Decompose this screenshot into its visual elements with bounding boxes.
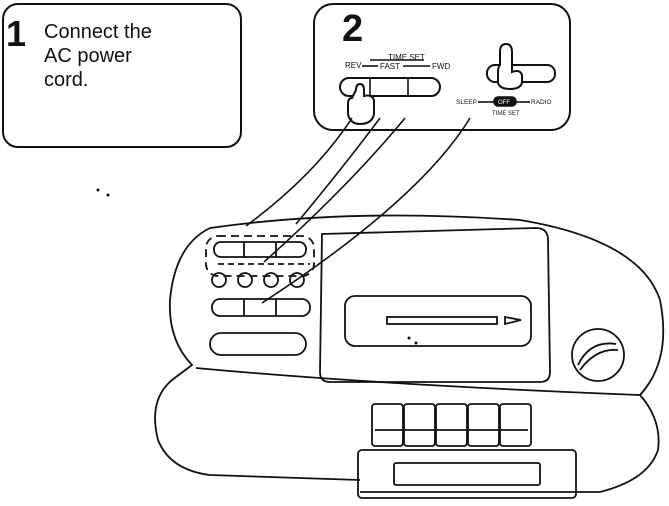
- leader-line: [295, 117, 381, 225]
- speck: [106, 193, 110, 197]
- step-1-line: Connect the: [44, 21, 152, 43]
- leader-line: [245, 117, 353, 227]
- fast-label: FAST: [380, 62, 400, 71]
- step-1-number: 1: [6, 13, 27, 54]
- step-2-number: 2: [342, 8, 364, 50]
- unit-body-left: [154, 227, 361, 481]
- volume-dial: [571, 328, 625, 382]
- time-set-sub-label: TIME SET: [492, 111, 520, 117]
- cassette-door: [319, 227, 551, 383]
- round-button: [263, 272, 279, 288]
- unit-midline: [195, 367, 641, 396]
- time-set-label: TIME SET: [388, 53, 425, 62]
- deck-key: [371, 403, 404, 447]
- highlight-outline: [205, 235, 315, 277]
- round-button: [237, 272, 253, 288]
- radio-cassette-unit: [154, 214, 665, 499]
- hand-slide-icon: [497, 42, 523, 91]
- speck: [414, 341, 418, 345]
- deck-keys: [371, 403, 532, 447]
- lower-slot: [393, 462, 541, 486]
- sleep-label: SLEEP: [456, 99, 477, 106]
- fast-button: [213, 241, 307, 258]
- cassette-window: [344, 295, 532, 347]
- dial-knob: [577, 342, 617, 366]
- round-button: [211, 272, 227, 288]
- time-set-panel: TIME SET REV FAST FWD SLEEP OFF RADIO TI…: [339, 42, 556, 126]
- hand-press-icon: [347, 82, 375, 126]
- speaker-slot: [209, 332, 307, 356]
- speck: [407, 336, 411, 340]
- deck-key: [467, 403, 500, 447]
- step-1-instruction: Connect the AC power cord.: [44, 20, 224, 92]
- step-1-line: AC power: [44, 45, 132, 67]
- leader-line: [263, 117, 406, 263]
- dial-knob: [579, 348, 619, 371]
- fast-rocker-switch: [339, 77, 441, 97]
- fwd-label: FWD: [432, 62, 450, 71]
- radio-label: RADIO: [531, 99, 552, 106]
- play-arrow-icon: [504, 315, 522, 326]
- unit-body-top: [209, 214, 665, 396]
- deck-key: [435, 403, 468, 447]
- step-1-line: cord.: [44, 69, 89, 91]
- print-specks: [96, 188, 418, 345]
- off-label: OFF: [498, 100, 510, 106]
- unit-body-right: [360, 394, 660, 493]
- rev-label: REV: [345, 61, 362, 70]
- deck-key: [499, 403, 532, 447]
- tape-slot: [386, 316, 498, 325]
- leader-line: [261, 117, 471, 304]
- lower-compartment: [357, 449, 577, 499]
- deck-key: [403, 403, 436, 447]
- function-switch: [211, 298, 311, 317]
- round-button: [289, 272, 305, 288]
- leader-lines: [245, 117, 471, 304]
- step-1-callout: [2, 3, 242, 148]
- speck: [96, 188, 100, 192]
